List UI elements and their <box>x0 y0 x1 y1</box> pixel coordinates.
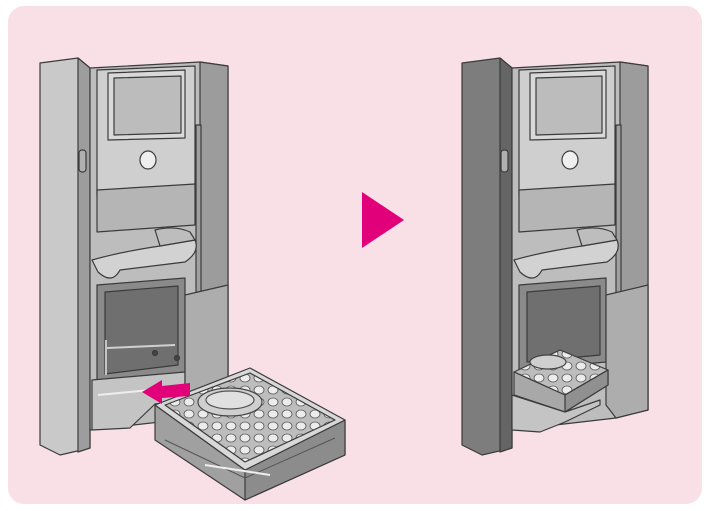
control-knob <box>140 151 156 169</box>
triangle-right-icon <box>362 192 404 248</box>
machine-after <box>462 58 648 455</box>
door-handle <box>79 150 86 172</box>
control-knob <box>562 151 578 169</box>
door-handle <box>501 150 508 172</box>
